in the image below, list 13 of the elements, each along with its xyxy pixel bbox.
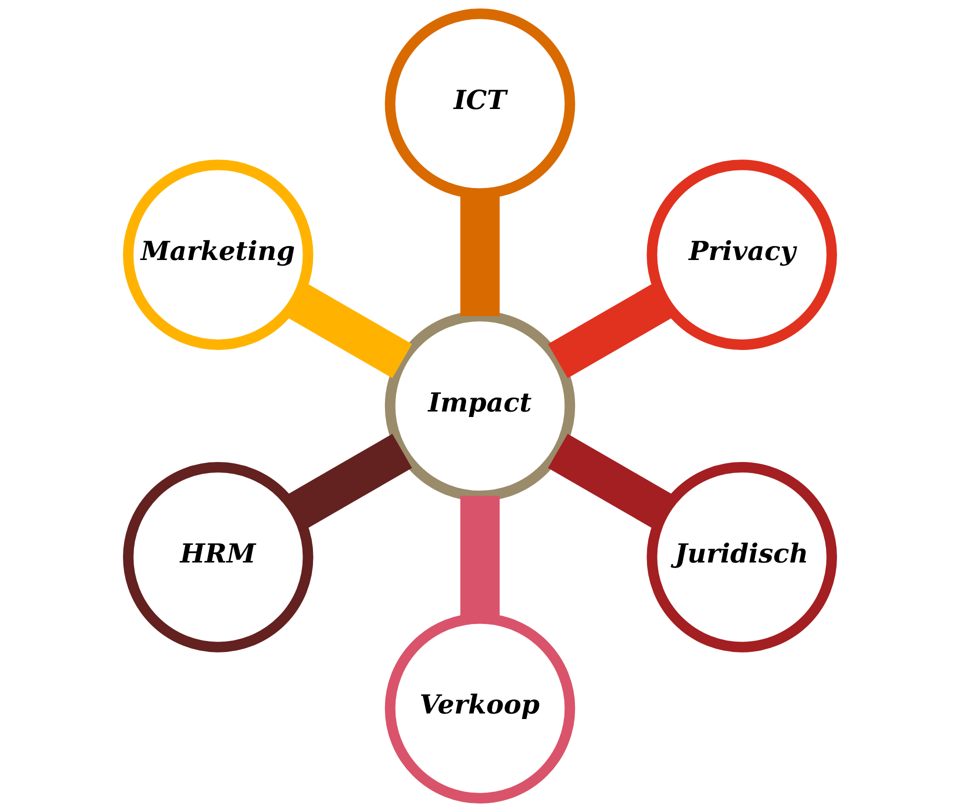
node-circle: Impact — [384, 310, 575, 502]
connector — [460, 496, 500, 618]
node-circle: ICT — [384, 8, 575, 199]
connector — [548, 282, 674, 378]
node-circle: HRM — [122, 462, 313, 652]
node-circle: Verkoop — [384, 613, 575, 804]
connector — [286, 282, 412, 378]
node-circle: Marketing — [122, 160, 313, 350]
connector — [286, 434, 412, 530]
connector — [460, 194, 500, 316]
connector — [548, 434, 674, 530]
node-circle: Juridisch — [646, 462, 836, 652]
node-circle: Privacy — [646, 160, 836, 350]
